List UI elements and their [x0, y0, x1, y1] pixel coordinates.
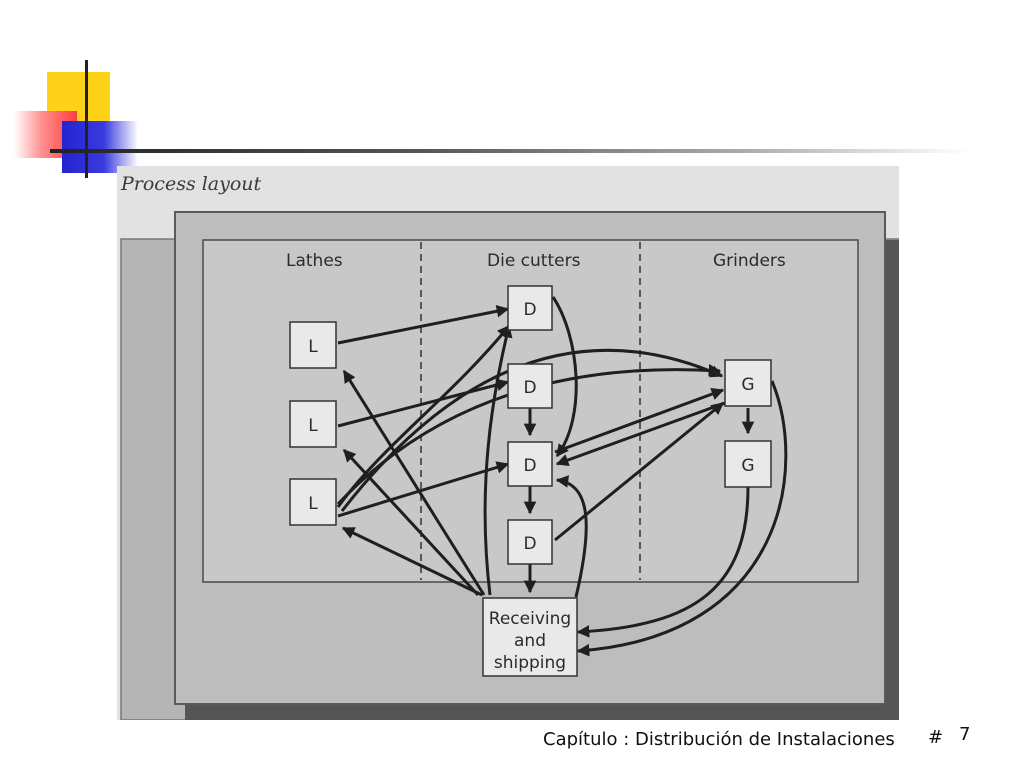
lathe-node-3: L	[289, 478, 337, 526]
arrow-d3-g1	[554, 388, 725, 454]
die-cutter-node-4: D	[507, 519, 553, 565]
lathe-node-1: L	[289, 321, 337, 369]
receiving-shipping-node: Receiving and shipping	[482, 597, 578, 677]
svg-text:L: L	[308, 337, 318, 357]
arrow-g1-recv	[576, 380, 788, 657]
slide-footer: Capítulo : Distribución de Instalaciones…	[0, 724, 1024, 754]
svg-text:D: D	[523, 378, 536, 398]
arrow-recv-l1	[342, 369, 486, 596]
svg-text:G: G	[741, 375, 754, 395]
process-layout-diagram: Process layout Lathes Die cutters Grinde…	[120, 173, 899, 720]
svg-text:shipping: shipping	[494, 653, 566, 673]
die-cutter-node-2: D	[507, 363, 553, 409]
process-layout-figure: Process layout Lathes Die cutters Grinde…	[117, 166, 899, 720]
footer-hash: #	[928, 727, 944, 748]
arrow-l3-d3	[337, 461, 510, 518]
svg-text:and: and	[514, 631, 546, 651]
footer-title: Capítulo : Distribución de Instalaciones	[543, 729, 895, 750]
grinder-node-1: G	[724, 359, 772, 407]
arrow-l1-d1	[337, 305, 510, 345]
page-number: 7	[959, 724, 971, 745]
arrow-g2-recv	[576, 486, 750, 638]
flow-arrows	[336, 296, 788, 657]
dept-label-lathes: Lathes	[286, 251, 343, 271]
arrow-d4-g1	[554, 401, 724, 542]
arrow-recv-d1	[483, 324, 513, 596]
svg-text:G: G	[741, 456, 754, 476]
arrow-g1-d3	[555, 401, 726, 467]
svg-text:L: L	[308, 416, 318, 436]
decor-vertical-line	[85, 60, 88, 178]
svg-text:D: D	[523, 456, 536, 476]
die-cutter-node-3: D	[507, 441, 553, 487]
svg-text:D: D	[523, 300, 536, 320]
lathe-node-2: L	[289, 400, 337, 448]
dept-label-grinders: Grinders	[713, 251, 786, 271]
die-cutter-node-1: D	[507, 285, 553, 331]
svg-text:L: L	[308, 494, 318, 514]
figure-caption: Process layout	[120, 173, 262, 195]
arrow-d1-d3	[551, 296, 578, 458]
arrow-recv-d3	[555, 475, 588, 598]
decor-blue-square	[62, 121, 138, 173]
svg-text:Receiving: Receiving	[489, 609, 571, 629]
svg-text:D: D	[523, 534, 536, 554]
grinder-node-2: G	[724, 440, 772, 488]
arrow-l2-d2	[337, 378, 510, 428]
arrow-recv-l2	[342, 448, 480, 597]
arrow-recv-l3	[341, 526, 483, 597]
dept-label-die-cutters: Die cutters	[487, 251, 581, 271]
title-underline	[50, 149, 970, 153]
